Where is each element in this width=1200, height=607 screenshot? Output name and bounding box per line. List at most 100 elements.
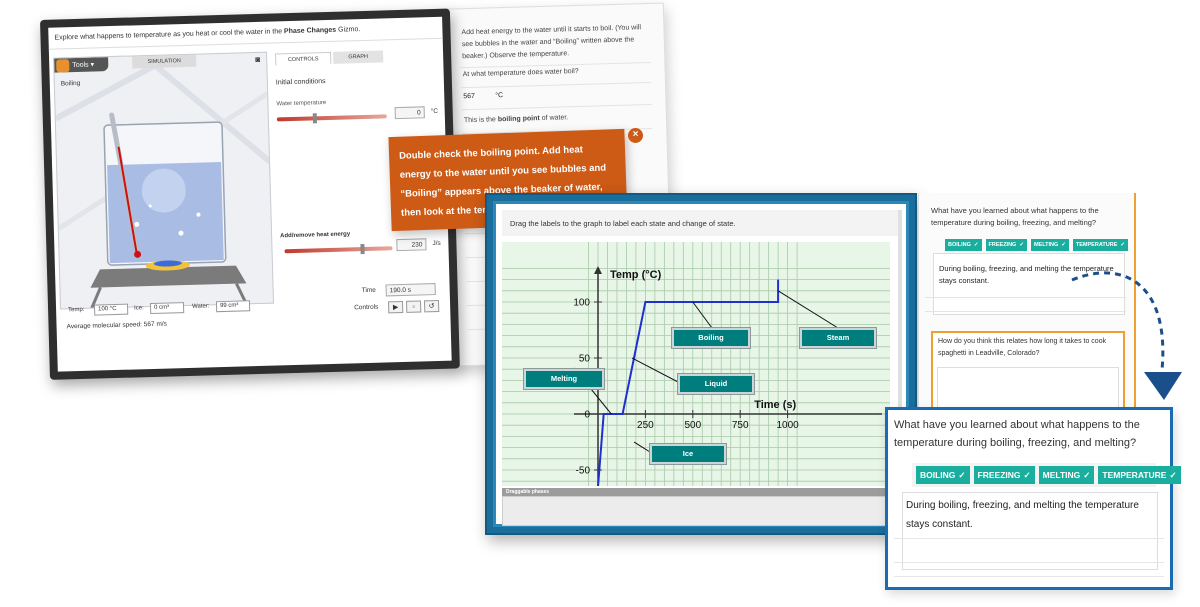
water-temperature-slider-handle[interactable] — [312, 113, 317, 124]
bp-suffix: of water. — [539, 114, 569, 123]
water-readout: 99 cm³ — [215, 300, 251, 313]
tab-graph[interactable]: GRAPH — [333, 50, 384, 64]
graph-activity-content: Drag the labels to the graph to label ea… — [493, 201, 909, 527]
check-icon: ✓ — [1083, 469, 1091, 480]
check-icon: ✓ — [1061, 242, 1066, 248]
instruction-suffix: Gizmo. — [336, 26, 361, 34]
tag-chip-label: BOILING — [920, 470, 956, 480]
controls-tabs: CONTROLS GRAPH — [275, 50, 385, 66]
heat-energy-label: Add/remove heat energy — [280, 231, 351, 240]
simulation-window: Explore what happens to temperature as y… — [40, 8, 460, 380]
tag-chip-label: MELTING — [1033, 242, 1059, 248]
question-1: What have you learned about what happens… — [931, 206, 1099, 227]
tag-chip-boiling[interactable]: BOILING✓ — [945, 239, 982, 251]
molecular-speed: Average molecular speed: 567 m/s — [66, 320, 167, 331]
x-tick-label: 1000 — [776, 420, 799, 431]
divider — [460, 61, 651, 69]
dashed-arrow-icon — [1071, 271, 1182, 400]
heat-energy-input[interactable]: 230 — [396, 238, 427, 252]
back-worksheet-answer[interactable]: 567 — [463, 92, 476, 101]
check-icon: ✓ — [973, 242, 979, 248]
gizmo-logo-icon — [56, 59, 70, 73]
draggable-phases-area[interactable] — [502, 496, 890, 526]
divider — [894, 576, 1164, 577]
tag-chip-label: BOILING — [948, 242, 971, 248]
y-tick-label: -50 — [576, 466, 591, 477]
x-axis-label: Time (s) — [754, 399, 796, 411]
tab-simulation[interactable]: SIMULATION — [132, 54, 197, 69]
temp-readout: 100 °C — [93, 303, 129, 316]
label-connector-line — [777, 290, 839, 329]
zoomed-answer-box[interactable] — [902, 492, 1158, 570]
label-boiling[interactable]: Boiling — [672, 328, 750, 348]
temp-label: Temp: — [68, 306, 85, 314]
tag-chip-label: FREEZING — [988, 242, 1017, 248]
check-icon: ✓ — [1019, 242, 1024, 248]
tag-chip-row: BOILING✓FREEZING✓MELTING✓TEMPERATURE✓ — [945, 239, 1128, 251]
simulation-content: Explore what happens to temperature as y… — [48, 16, 452, 372]
y-axis-arrow-icon — [594, 266, 602, 274]
tag-chip-freezing[interactable]: FREEZING✓ — [985, 239, 1027, 251]
graph-scrollbar[interactable] — [898, 210, 902, 482]
check-icon: ✓ — [958, 469, 966, 480]
label-liquid[interactable]: Liquid — [678, 374, 754, 394]
tag-chip-temperature[interactable]: TEMPERATURE✓ — [1072, 239, 1128, 251]
tag-chip-label: MELTING — [1042, 470, 1081, 480]
close-icon[interactable]: × — [628, 128, 643, 143]
graph-activity-panel: Drag the labels to the graph to label ea… — [485, 193, 917, 535]
back-worksheet-answer-unit: °C — [495, 92, 504, 100]
y-tick-label: 100 — [573, 298, 590, 309]
label-ice[interactable]: Ice — [650, 444, 726, 464]
chart-series — [573, 279, 839, 486]
play-icon[interactable]: ▶ — [387, 300, 404, 314]
check-icon: ✓ — [1169, 469, 1177, 480]
ice-label: Ice: — [134, 305, 144, 312]
pause-icon[interactable]: ⏸ — [405, 300, 422, 313]
check-icon: ✓ — [1120, 242, 1125, 248]
heat-energy-slider-handle[interactable] — [360, 244, 365, 255]
tab-controls[interactable]: CONTROLS — [275, 51, 332, 66]
answer-1-text: During boiling, freezing, and melting th… — [939, 264, 1114, 285]
label-connector-line — [692, 301, 713, 329]
heat-energy-slider[interactable] — [284, 246, 393, 254]
y-axis-label: Temp (°C) — [610, 269, 662, 281]
water-temperature-unit: °C — [430, 107, 439, 116]
label-steam[interactable]: Steam — [800, 328, 876, 348]
tag-chip-freezing[interactable]: FREEZING✓ — [973, 466, 1035, 484]
water-temperature-input[interactable]: 0 — [394, 106, 425, 120]
back-worksheet-question: At what temperature does water boil? — [462, 67, 579, 79]
divider — [894, 562, 1164, 563]
answer-box-1[interactable] — [933, 253, 1125, 315]
instruction-prefix: Explore what happens to temperature as y… — [54, 28, 285, 42]
tag-chip-label: TEMPERATURE — [1102, 470, 1167, 480]
water-temperature-slider[interactable] — [276, 114, 387, 122]
divider — [925, 297, 1126, 298]
y-tick-label: 50 — [579, 354, 591, 365]
simulation-instruction: Explore what happens to temperature as y… — [48, 16, 443, 50]
divider — [925, 311, 1126, 312]
reset-icon[interactable]: ↺ — [423, 299, 440, 313]
camera-icon[interactable]: ◙ — [255, 54, 261, 65]
question-2: How do you think this relates how long i… — [938, 338, 1107, 357]
x-tick-label: 250 — [637, 420, 654, 431]
bp-prefix: This is the — [463, 116, 498, 125]
tag-chip-melting[interactable]: MELTING✓ — [1038, 466, 1095, 484]
zoomed-question: What have you learned about what happens… — [894, 419, 1140, 449]
divider — [461, 81, 651, 89]
bp-bold: boiling point — [497, 115, 540, 124]
label-melting[interactable]: Melting — [524, 369, 604, 389]
tag-chip-boiling[interactable]: BOILING✓ — [916, 466, 970, 484]
heat-energy-unit: J/s — [432, 239, 441, 248]
tag-chip-melting[interactable]: MELTING✓ — [1030, 239, 1069, 251]
state-label: Boiling — [60, 79, 81, 88]
back-screenshot: Add heat energy to the water until it st… — [40, 2, 674, 380]
graph-instruction: Drag the labels to the graph to label ea… — [502, 210, 898, 236]
controls-label: Controls — [354, 303, 379, 312]
x-tick-label: 750 — [732, 420, 749, 431]
tag-chip-label: FREEZING — [977, 470, 1021, 480]
tools-button[interactable]: Tools ▾ — [54, 57, 109, 73]
divider — [461, 103, 652, 111]
tag-chip-temperature[interactable]: TEMPERATURE✓ — [1098, 466, 1181, 484]
